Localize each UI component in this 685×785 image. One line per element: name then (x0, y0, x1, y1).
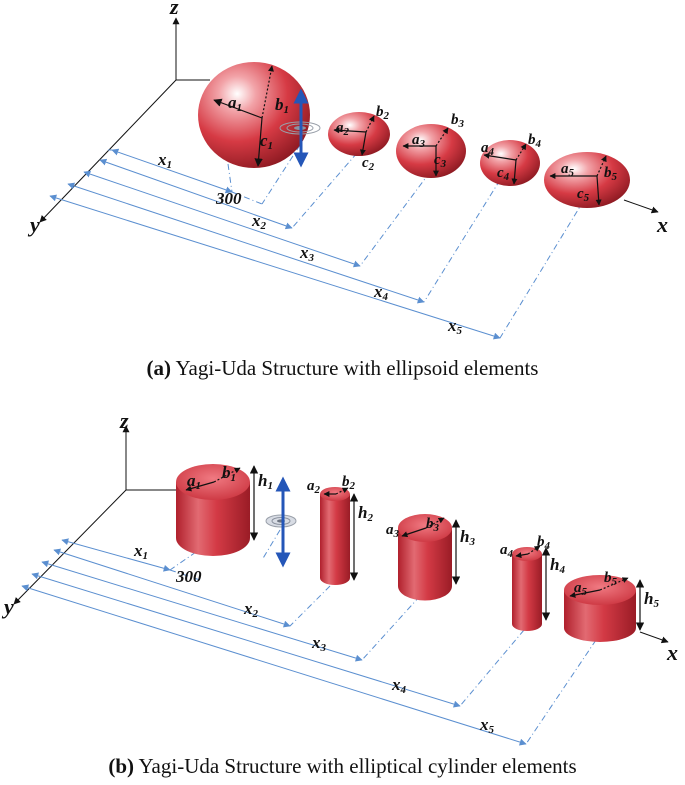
label-b-h3: h3 (460, 527, 475, 548)
ellipsoid-element-4 (480, 140, 540, 186)
distance-label-b-x5: x5 (479, 715, 495, 736)
z-axis-label-b: z (119, 408, 129, 433)
feed-source-b (265, 476, 297, 568)
label-c4: c4 (497, 165, 510, 183)
label-b-a2: a2 (307, 478, 321, 496)
label-b5: b5 (604, 165, 618, 183)
ellipsoid-element-2 (328, 112, 390, 156)
label-b-b3: b3 (426, 516, 440, 534)
offset-label-300: 300 (215, 189, 242, 208)
caption-a-tag: (a) (146, 356, 172, 380)
panel-b: z y x (1, 408, 678, 746)
distance-label-b-x3: x3 (311, 633, 327, 654)
label-a4: a4 (481, 140, 495, 158)
label-a1: a1 (228, 93, 242, 114)
y-axis-label: y (27, 212, 40, 237)
distance-label-x5: x5 (447, 316, 463, 337)
label-b-h5: h5 (644, 589, 659, 610)
offset-label-b-300: 300 (175, 567, 202, 586)
distance-label-x3: x3 (299, 243, 315, 264)
label-b4: b4 (528, 132, 542, 150)
z-axis-label: z (169, 0, 179, 19)
y-axis-label-b: y (1, 594, 14, 619)
panel-a: z y x (27, 0, 668, 340)
label-b-b2: b2 (342, 474, 356, 492)
x-axis-label: x (656, 212, 668, 237)
label-b1: b1 (275, 95, 289, 116)
distance-lines-b (21, 529, 597, 746)
caption-b-text: Yagi-Uda Structure with elliptical cylin… (134, 754, 577, 778)
ellipsoid-element-5 (544, 152, 630, 208)
semi-axes-b (185, 465, 645, 631)
label-b-h1: h1 (258, 471, 273, 492)
caption-b: (b) Yagi-Uda Structure with elliptical c… (0, 754, 685, 779)
distance-lines-a (49, 144, 585, 340)
semi-axes-a (213, 65, 607, 206)
label-b-a1: a1 (187, 471, 201, 492)
label-c5: c5 (577, 186, 590, 204)
label-c3: c3 (434, 152, 447, 170)
label-c1: c1 (260, 131, 273, 152)
label-b-b1: b1 (222, 463, 236, 484)
caption-a: (a) Yagi-Uda Structure with ellipsoid el… (0, 356, 685, 381)
distance-label-b-x1: x1 (133, 541, 148, 562)
label-b-h2: h2 (358, 503, 373, 524)
distance-label-b-x2: x2 (243, 599, 259, 620)
label-b-b4: b4 (537, 534, 551, 552)
distance-label-b-x4: x4 (391, 675, 407, 696)
label-b3: b3 (451, 112, 465, 130)
label-b-a4: a4 (500, 542, 514, 560)
label-a2: a2 (336, 120, 350, 138)
cylinder-element-2 (320, 487, 350, 585)
caption-a-text: Yagi-Uda Structure with ellipsoid elemen… (171, 356, 539, 380)
label-b-a3: a3 (386, 522, 400, 540)
label-a3: a3 (412, 132, 426, 150)
cylinder-element-4 (512, 547, 542, 631)
label-b-h4: h4 (550, 555, 565, 576)
label-b-a5: a5 (574, 580, 588, 598)
ellipsoid-element-3 (396, 124, 466, 178)
label-a5: a5 (561, 161, 575, 179)
x-axis-label-b: x (666, 640, 678, 665)
distance-label-x4: x4 (373, 282, 389, 303)
cylinder-element-3 (398, 514, 452, 601)
distance-label-x1: x1 (157, 150, 172, 171)
distance-label-x2: x2 (251, 211, 267, 232)
label-c2: c2 (362, 155, 375, 173)
label-b-b5: b5 (604, 570, 618, 588)
caption-b-tag: (b) (108, 754, 135, 778)
label-b2: b2 (376, 104, 390, 122)
feed-source-a (279, 88, 321, 168)
